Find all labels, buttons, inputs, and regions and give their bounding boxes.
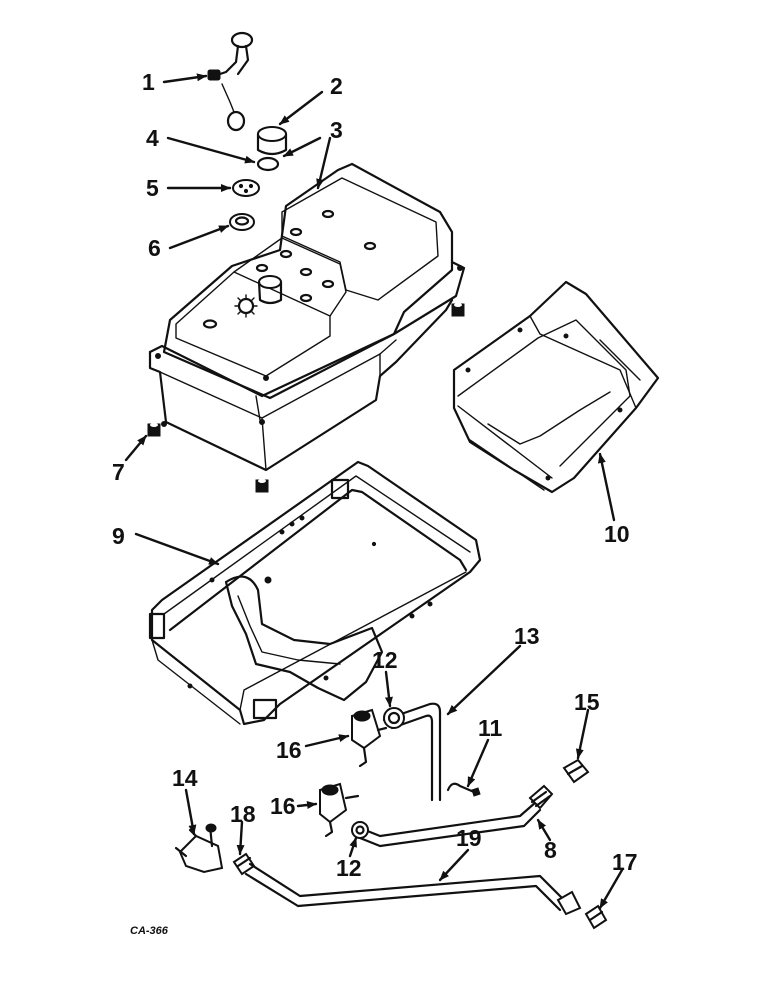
callout-14: 14 xyxy=(172,765,198,791)
callout-8: 8 xyxy=(544,837,557,863)
callout-17: 17 xyxy=(612,849,638,875)
leader-lines xyxy=(124,73,624,910)
fitting-nut-15 xyxy=(562,758,590,784)
fuel-tank xyxy=(148,162,466,472)
elbow-fitting-lower xyxy=(351,821,369,839)
elbow-fitting-upper xyxy=(383,707,405,729)
callout-7: 7 xyxy=(112,459,125,485)
callout-5: 5 xyxy=(146,175,159,201)
drawing-code: CA-366 xyxy=(130,925,169,937)
callout-16-lower: 16 xyxy=(270,793,296,819)
valve-assembly-14 xyxy=(174,823,224,874)
callout-12-lower: 12 xyxy=(336,855,362,881)
callout-18: 18 xyxy=(230,801,256,827)
fuel-line-upper xyxy=(354,784,554,848)
callout-4: 4 xyxy=(146,125,159,151)
callout-2: 2 xyxy=(330,73,343,99)
tube-clamp xyxy=(446,782,481,797)
callout-19: 19 xyxy=(456,825,482,851)
callout-13: 13 xyxy=(514,623,540,649)
callout-3: 3 xyxy=(330,117,343,143)
cap-retainer xyxy=(232,179,260,197)
rubber-bumpers xyxy=(147,303,465,493)
callout-numbers: 1 2 3 4 5 6 7 9 10 12 13 11 15 16 14 16 … xyxy=(112,69,638,881)
callout-10: 10 xyxy=(604,521,630,547)
cap-gasket xyxy=(256,156,280,172)
filler-neck-seal xyxy=(229,213,255,231)
fuel-tube xyxy=(382,702,442,802)
callout-11: 11 xyxy=(478,715,503,741)
callout-1: 1 xyxy=(142,69,155,95)
shutoff-valve-upper xyxy=(351,708,388,768)
filler-cap xyxy=(256,126,288,156)
callout-16-upper: 16 xyxy=(276,737,302,763)
fuel-gauge-sender xyxy=(207,31,254,132)
callout-12-upper: 12 xyxy=(372,647,398,673)
fitting-nut-17 xyxy=(584,904,608,930)
tank-shield xyxy=(452,280,660,494)
callout-15: 15 xyxy=(574,689,600,715)
callout-6: 6 xyxy=(148,235,161,261)
callout-9: 9 xyxy=(112,523,125,549)
tank-support-frame xyxy=(148,460,482,726)
fuel-line-lower xyxy=(244,862,582,916)
shutoff-valve-lower xyxy=(319,782,360,838)
